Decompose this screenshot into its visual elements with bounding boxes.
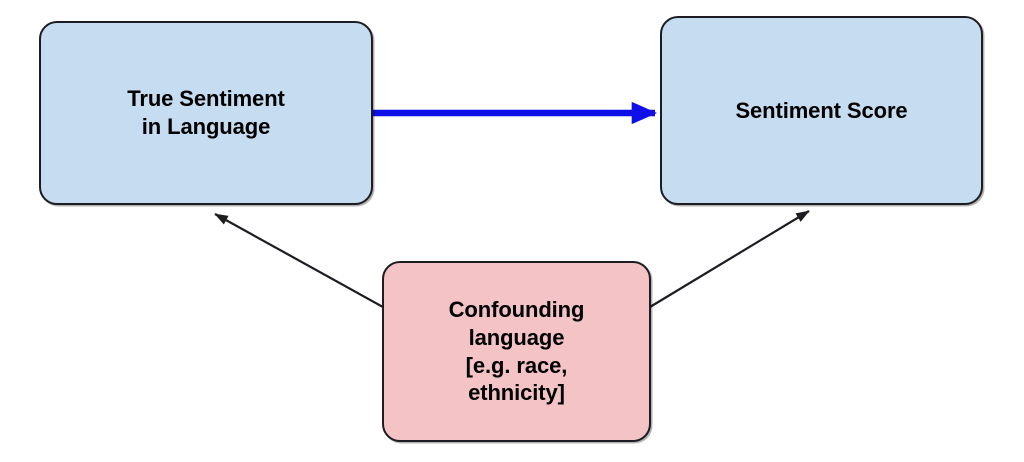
node-sentiment-score-label: Sentiment Score [735, 97, 908, 123]
node-true-sentiment[interactable]: True Sentiment in Language [39, 21, 373, 205]
edge-confounding-to-sentiment-score [649, 210, 810, 308]
node-confounding-language[interactable]: Confounding language [e.g. race, ethnici… [382, 261, 651, 442]
node-true-sentiment-label: True Sentiment in Language [127, 86, 285, 139]
node-confounding-language-label: Confounding language [e.g. race, ethnici… [448, 297, 585, 406]
node-sentiment-score[interactable]: Sentiment Score [660, 16, 983, 205]
edge-confounding-to-true-sentiment [214, 213, 384, 308]
